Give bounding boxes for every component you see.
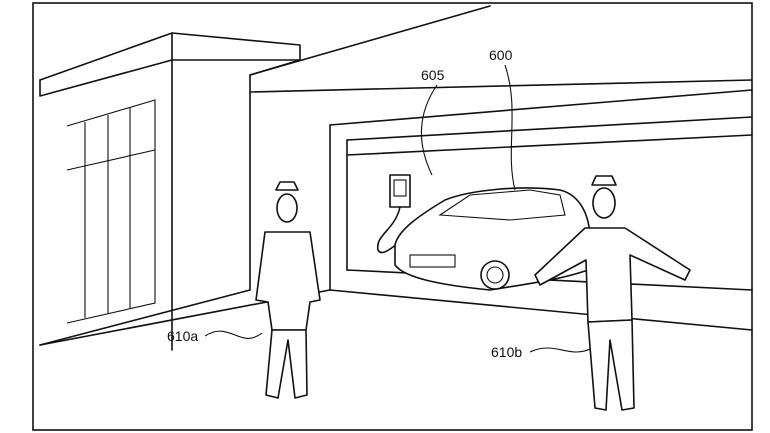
person-610a (255, 181, 321, 399)
charging-station (377, 174, 411, 254)
person-610b (534, 175, 691, 411)
building (39, 5, 753, 351)
electric-vehicle (394, 187, 591, 291)
figure-border (32, 2, 753, 431)
person-b-reference-label: 610b (491, 344, 523, 360)
leader-lines (204, 64, 593, 353)
person-a-reference-label: 610a (167, 328, 199, 344)
charger-reference-label: 605 (421, 67, 445, 83)
vehicle-reference-label: 600 (489, 47, 513, 63)
